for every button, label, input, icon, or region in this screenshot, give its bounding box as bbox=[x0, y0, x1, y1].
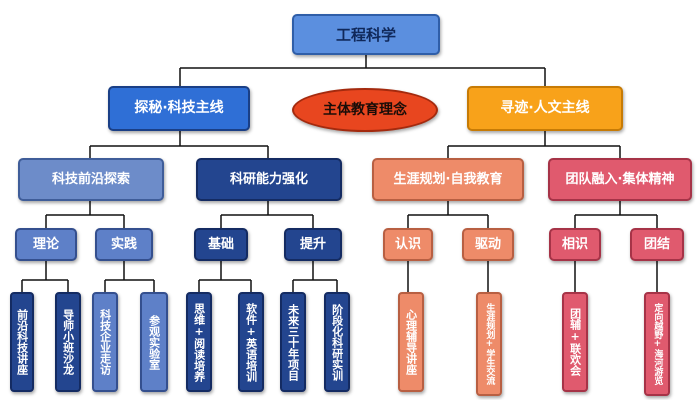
right-main-node: 寻迹·人文主线 bbox=[467, 86, 623, 131]
leaf-psych-lecture: 心理辅导讲座 bbox=[398, 292, 424, 392]
leaf-lab-visit: 参观实验室 bbox=[140, 292, 168, 392]
theory-node: 理论 bbox=[15, 228, 77, 261]
center-concept-node: 主体教育理念 bbox=[292, 88, 438, 132]
research-node: 科研能力强化 bbox=[196, 158, 342, 201]
root-node: 工程科学 bbox=[292, 14, 440, 55]
team-node: 团队融入·集体精神 bbox=[548, 158, 692, 201]
left-main-node: 探秘·科技主线 bbox=[108, 86, 250, 131]
leaf-thirty-year-project: 未来三十年项目 bbox=[280, 292, 306, 392]
leaf-software-english: 软件+英语培训 bbox=[238, 292, 264, 392]
unite-node: 团结 bbox=[630, 228, 684, 261]
basic-node: 基础 bbox=[194, 228, 248, 261]
leaf-team-party: 团辅+联欢会 bbox=[562, 292, 588, 392]
acquaint-node: 相识 bbox=[549, 228, 601, 261]
improve-node: 提升 bbox=[284, 228, 342, 261]
drive-node: 驱动 bbox=[462, 228, 514, 261]
career-node: 生涯规划·自我教育 bbox=[372, 158, 524, 201]
frontier-node: 科技前沿探索 bbox=[18, 158, 164, 201]
leaf-frontier-lecture: 前沿科技讲座 bbox=[10, 292, 34, 392]
leaf-orienteering-tour: 定向越野+海河游览 bbox=[644, 292, 670, 396]
leaf-career-exchange: 生涯规划+学生交流 bbox=[476, 292, 502, 396]
leaf-company-visit: 科技企业走访 bbox=[92, 292, 118, 392]
leaf-mentor-salon: 导师小班沙龙 bbox=[55, 292, 81, 392]
leaf-research-training: 阶段化科研实训 bbox=[324, 292, 350, 392]
leaf-thinking-reading: 思维+阅读培养 bbox=[186, 292, 212, 392]
practice-node: 实践 bbox=[95, 228, 153, 261]
cognition-node: 认识 bbox=[383, 228, 433, 261]
